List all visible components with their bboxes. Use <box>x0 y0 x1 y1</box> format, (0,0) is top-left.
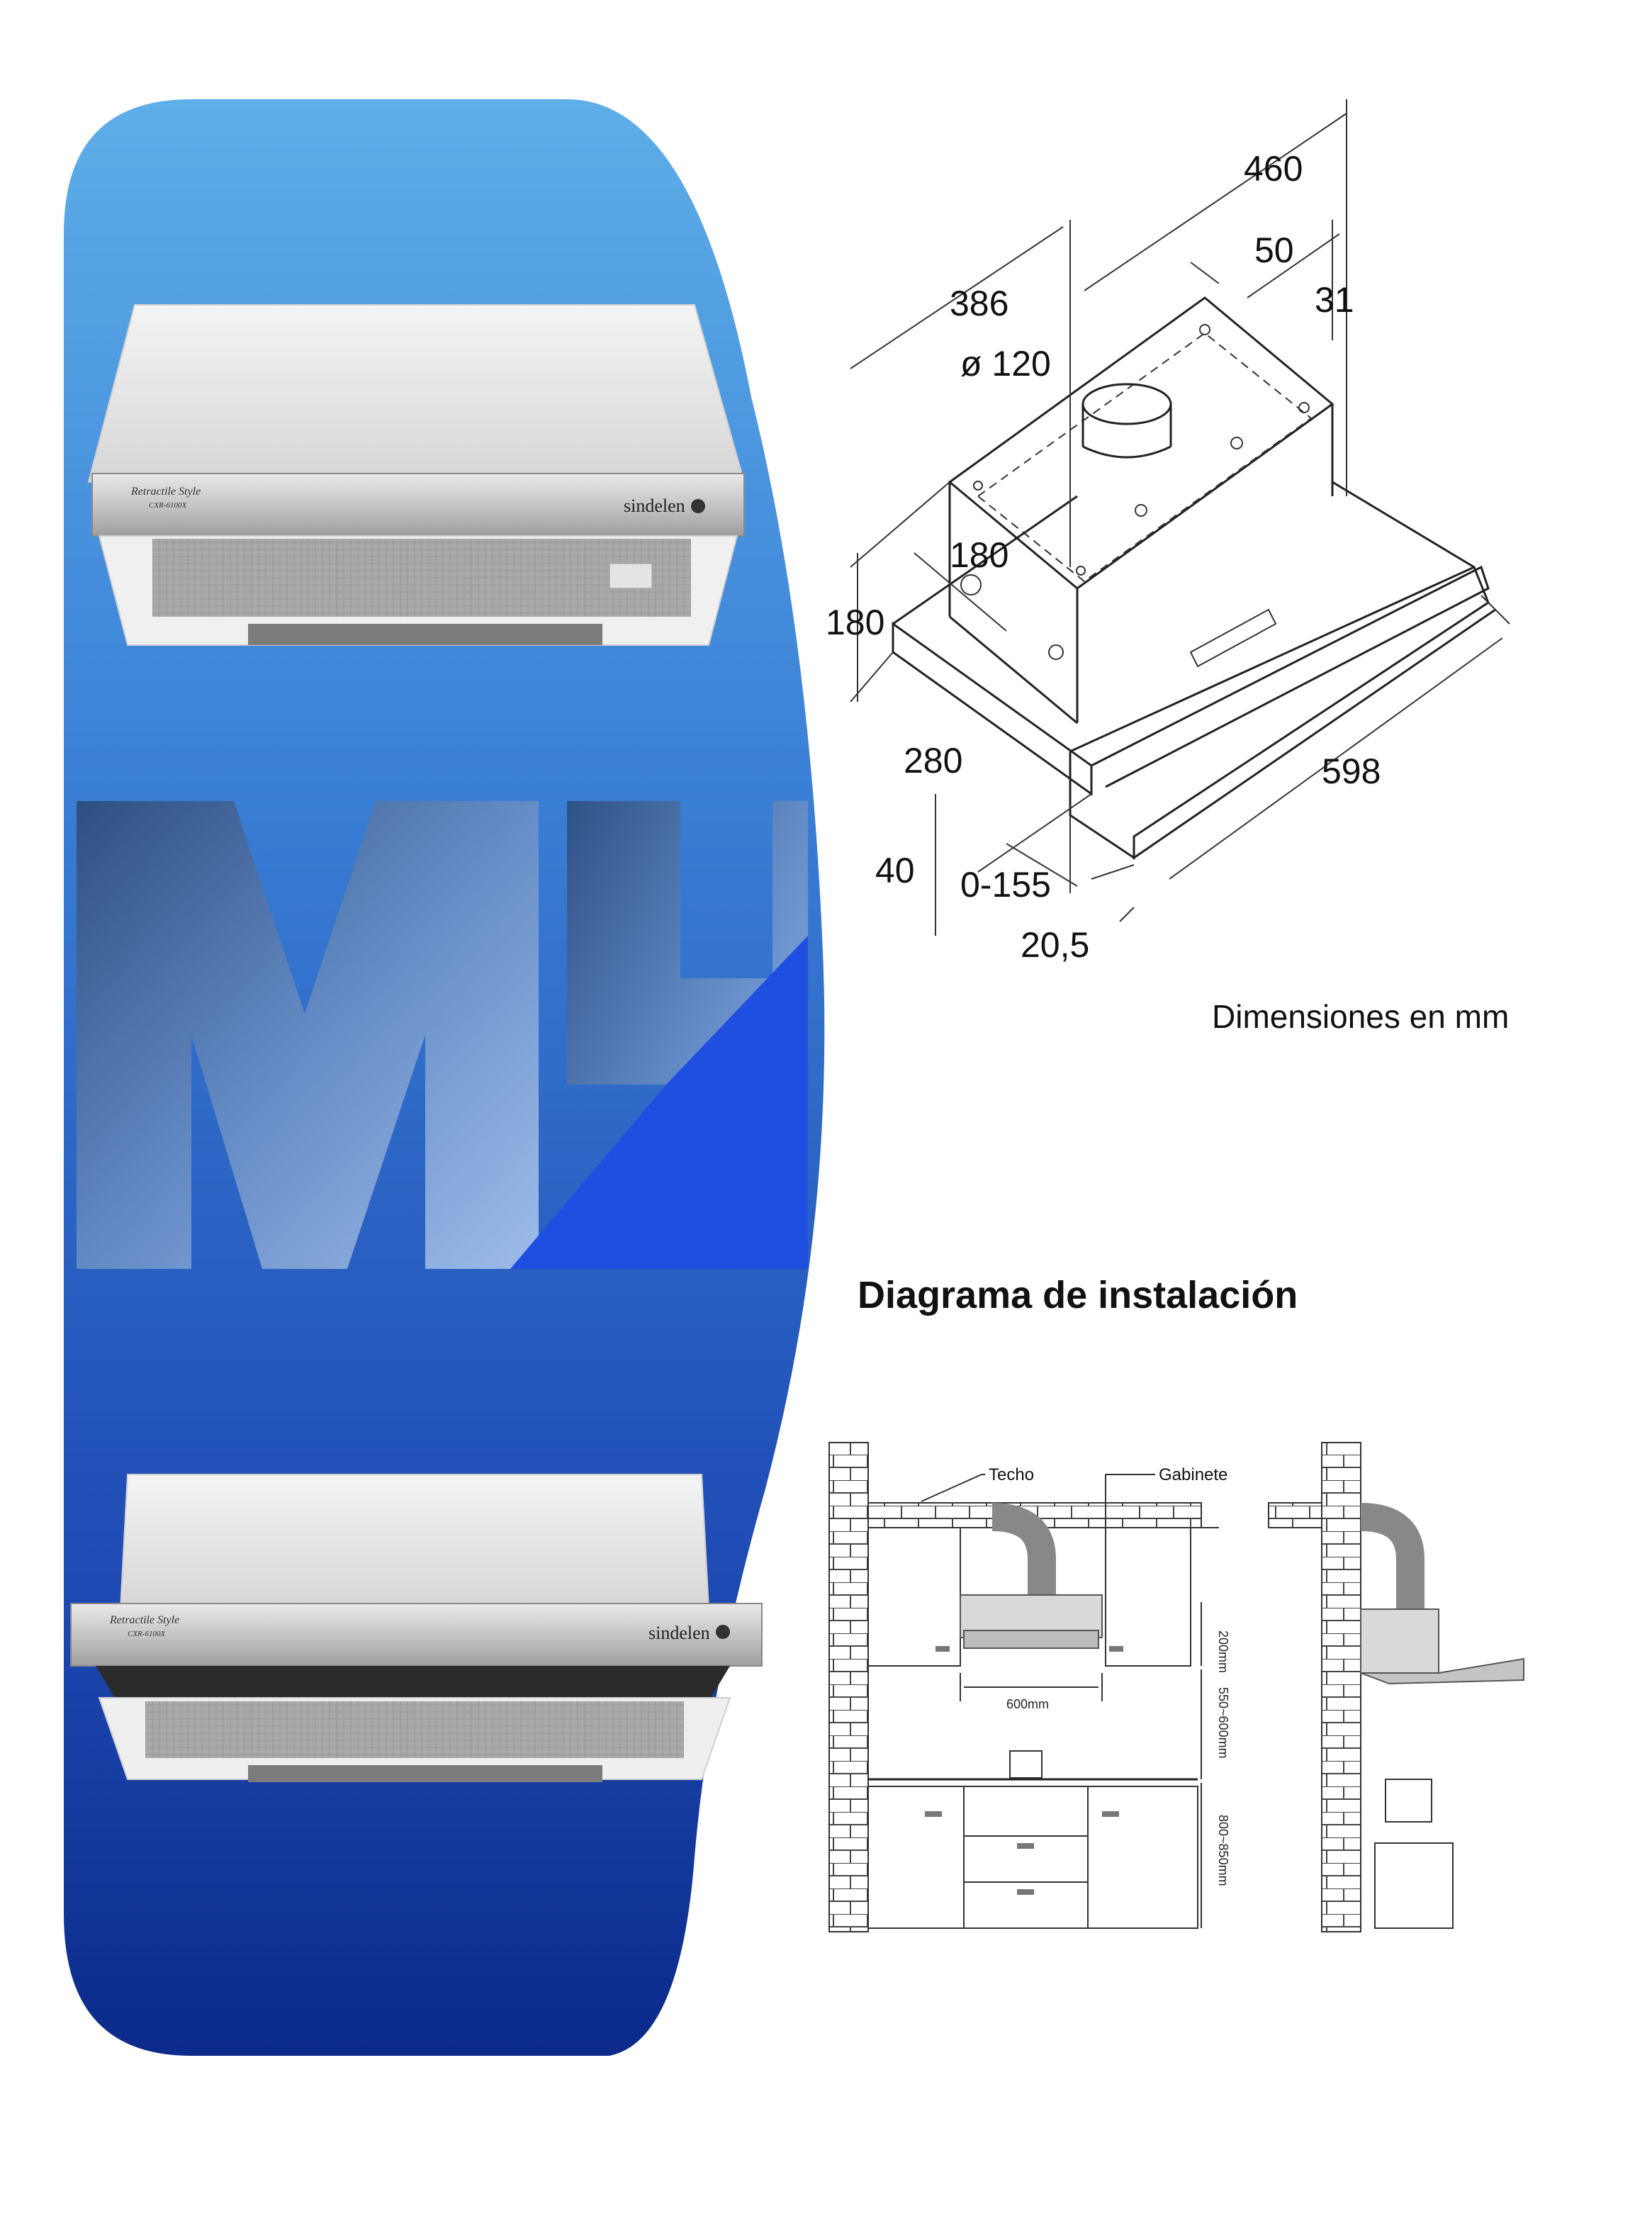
brick-wall-side <box>1321 1442 1361 1932</box>
height-550-600-label: 550~600mm <box>1216 1687 1230 1759</box>
dim-40-label: 40 <box>875 851 915 890</box>
stove-side <box>1374 1842 1454 1929</box>
cabinet-label: Gabinete <box>1159 1465 1227 1484</box>
brand-icon <box>691 499 705 513</box>
lower-cabinets <box>867 1786 1198 1929</box>
product-series-label: Retractile Style <box>130 486 201 498</box>
installation-title: Diagrama de instalación <box>858 1274 1298 1316</box>
duct <box>991 1503 1056 1595</box>
dim-180-inner-label: 180 <box>950 535 1008 575</box>
dimensions-caption: Dimensiones en mm <box>1212 998 1509 1035</box>
height-800-850-label: 800~850mm <box>1216 1815 1230 1886</box>
dim-20-5-label: 20,5 <box>1021 925 1089 965</box>
duct-side <box>1360 1503 1425 1609</box>
dim-386-label: 386 <box>950 284 1008 323</box>
product-image-bottom: Retractile Style CXR-6100X sindelen <box>70 1474 763 1782</box>
hood-side <box>1360 1608 1439 1674</box>
dim-31-label: 31 <box>1315 280 1354 320</box>
dim-50-label: 50 <box>1254 230 1294 270</box>
dim-diameter-120-label: ø 120 <box>960 344 1051 384</box>
dim-280-label: 280 <box>904 741 962 780</box>
upper-cabinet-left <box>867 1527 961 1667</box>
installation-diagram: Diagrama de instalación Techo Gabinete 6… <box>828 1274 1524 1932</box>
dim-180-outer-label: 180 <box>826 603 884 642</box>
width-label: 600mm <box>1006 1697 1049 1711</box>
dim-598-label: 598 <box>1322 751 1381 791</box>
product-series-label: Retractile Style <box>109 1614 179 1626</box>
dim-0-155-label: 0-155 <box>960 865 1051 905</box>
pot-icon-side <box>1385 1779 1432 1823</box>
product-model-label: CXR-6100X <box>149 501 187 510</box>
product-model-label: CXR-6100X <box>128 1630 166 1638</box>
height-200-label: 200mm <box>1216 1630 1230 1673</box>
product-image-top: Retractile Style CXR-6100X sindelen <box>87 304 746 646</box>
pot-icon <box>1009 1750 1043 1779</box>
brick-wall <box>828 1442 869 1932</box>
brand-icon <box>716 1625 730 1639</box>
mh-logo: MH <box>77 801 808 1269</box>
dimension-drawing: 460 386 50 31 ø 120 180 180 280 598 40 0… <box>826 99 1510 1035</box>
brand-label: sindelen <box>624 496 685 516</box>
brand-label: sindelen <box>648 1623 710 1643</box>
upper-cabinet-right <box>1105 1527 1191 1667</box>
dim-460-label: 460 <box>1244 149 1303 189</box>
ceiling-label: Techo <box>989 1465 1034 1484</box>
